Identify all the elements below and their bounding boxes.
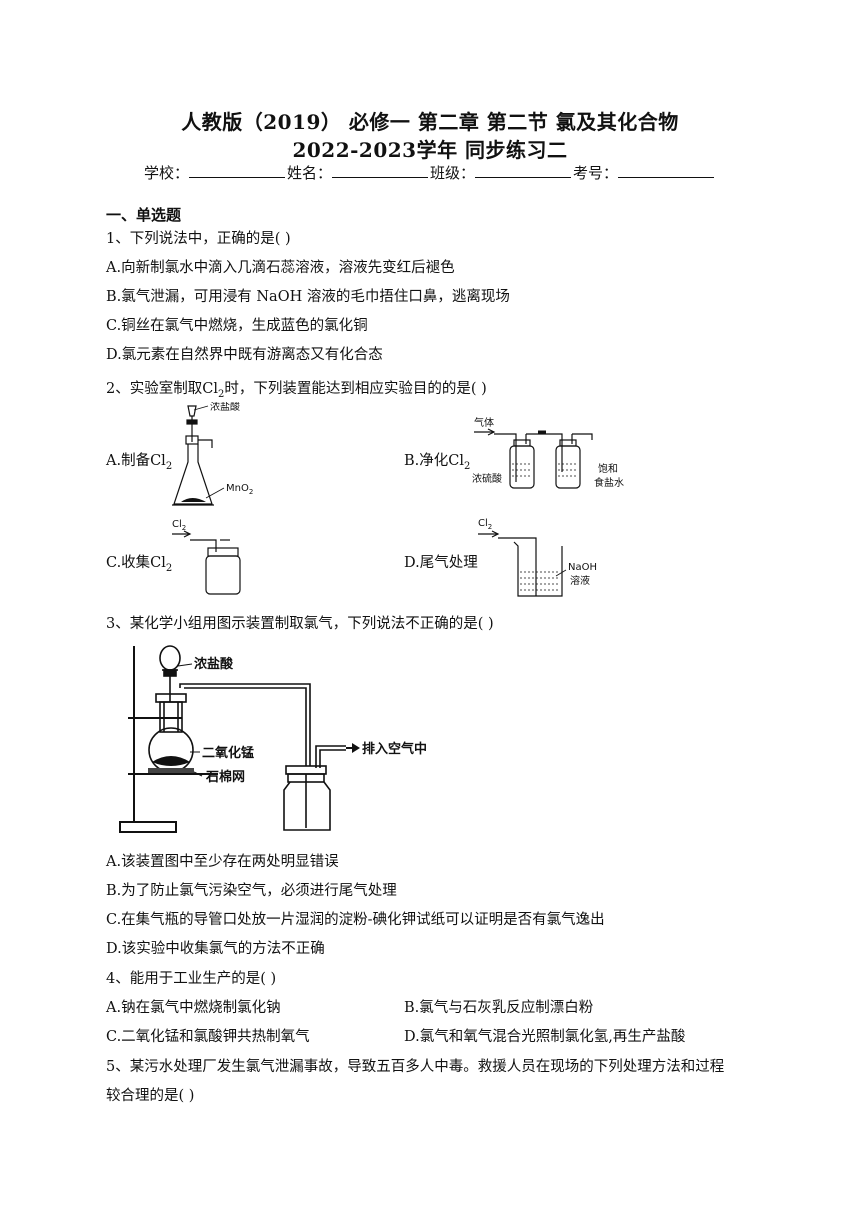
- name-blank[interactable]: [332, 163, 428, 178]
- q1-stem: 1、下列说法中，正确的是( ): [106, 231, 291, 247]
- document-title: 人教版（2019） 必修一 第二章 第二节 氯及其化合物: [181, 110, 679, 134]
- q1-option-c: C.铜丝在氯气中燃烧，生成蓝色的氯化铜: [106, 318, 368, 334]
- q2-option-c: C.收集Cl2: [106, 551, 172, 574]
- document-subtitle: 2022-2023学年 同步练习二: [292, 138, 568, 162]
- fig-b-gas-label: 气体: [474, 416, 494, 429]
- q5-stem-line1: 5、某污水处理厂发生氯气泄漏事故，导致五百多人中毒。救援人员在现场的下列处理方法…: [106, 1059, 725, 1075]
- q2-option-d: D.尾气处理: [404, 555, 478, 571]
- name-label: 姓名：: [286, 164, 332, 182]
- q3-fig-gauze-label: 石棉网: [205, 769, 245, 785]
- fig-c-cl2-label: Cl2: [172, 519, 186, 532]
- q3-option-a: A.该装置图中至少存在两处明显错误: [106, 854, 339, 870]
- q4-option-a: A.钠在氯气中燃烧制氯化钠: [106, 1000, 281, 1016]
- fig-b-brine-label-1: 饱和: [598, 463, 618, 475]
- q2-stem-pre: 2、实验室制取Cl: [106, 381, 218, 397]
- fig-b-wash-bottles: 气体 浓硫酸 饱和 食盐水: [472, 416, 624, 489]
- q2-option-b: B.净化Cl2: [404, 449, 470, 472]
- exam-no-label: 考号：: [573, 164, 619, 182]
- q3-stem: 3、某化学小组用图示装置制取氯气，下列说法不正确的是( ): [106, 616, 494, 632]
- fig-c-collecting-bottle: Cl2: [172, 519, 241, 595]
- q2-a-text: A.制备Cl: [106, 453, 166, 469]
- class-blank[interactable]: [475, 163, 572, 178]
- q3-fig-vent-label: 排入空气中: [362, 741, 427, 757]
- q2-option-a: A.制备Cl2: [106, 449, 172, 472]
- class-label: 班级：: [430, 164, 476, 182]
- q4-option-d: D.氯气和氧气混合光照制氯化氢,再生产盐酸: [404, 1029, 686, 1045]
- school-label: 学校：: [143, 164, 189, 182]
- q4-option-c: C.二氧化锰和氯酸钾共热制氧气: [106, 1029, 310, 1045]
- q3-apparatus-figure: 浓盐酸 二氧化锰 石棉网 排入空气中: [119, 645, 427, 833]
- q2-b-text: B.净化Cl: [404, 453, 464, 469]
- q5-stem-line2: 较合理的是( ): [106, 1088, 195, 1104]
- q2-c-sub: 2: [165, 562, 173, 574]
- q3-option-c: C.在集气瓶的导管口处放一片湿润的淀粉-碘化钾试纸可以证明是否有氯气逸出: [106, 912, 605, 928]
- q2-b-sub: 2: [464, 460, 471, 472]
- q1-option-a: A.向新制氯水中滴入几滴石蕊溶液，溶液先变红后褪色: [106, 260, 455, 276]
- q4-stem: 4、能用于工业生产的是( ): [106, 971, 277, 987]
- fig-a-mno2-label: MnO2: [226, 483, 253, 496]
- fig-d-beaker-naoh: Cl2 NaOH 溶液: [478, 518, 597, 597]
- q2-stem-post: 时，下列装置能达到相应实验目的的是( ): [224, 381, 487, 397]
- q3-fig-acid-label: 浓盐酸: [194, 656, 234, 672]
- fig-d-naoh-label-1: NaOH: [568, 562, 597, 573]
- fig-d-naoh-label-2: 溶液: [570, 574, 590, 587]
- q3-fig-mno2-label: 二氧化锰: [202, 745, 254, 761]
- student-info-row: 学校： 姓名： 班级： 考号：: [0, 162, 860, 183]
- q2-stem: 2、实验室制取Cl2时，下列装置能达到相应实验目的的是( ): [106, 377, 487, 400]
- exam-no-blank[interactable]: [618, 163, 715, 178]
- q1-option-d: D.氯元素在自然界中既有游离态又有化合态: [106, 347, 383, 363]
- q4-option-b: B.氯气与石灰乳反应制漂白粉: [404, 1000, 594, 1016]
- section-title: 一、单选题: [106, 206, 182, 224]
- fig-d-cl2-label: Cl2: [478, 518, 492, 531]
- q3-option-b: B.为了防止氯气污染空气，必须进行尾气处理: [106, 883, 397, 899]
- fig-a-acid-label: 浓盐酸: [210, 402, 240, 413]
- q2-stem-sub: 2: [217, 388, 225, 400]
- fig-b-h2so4-label: 浓硫酸: [472, 472, 502, 485]
- q2-c-text: C.收集Cl: [106, 555, 166, 571]
- school-blank[interactable]: [188, 163, 285, 178]
- q3-option-d: D.该实验中收集氯气的方法不正确: [106, 941, 325, 957]
- q2-a-sub: 2: [165, 460, 173, 472]
- q1-option-b: B.氯气泄漏，可用浸有 NaOH 溶液的毛巾捂住口鼻，逃离现场: [106, 289, 510, 305]
- fig-a-generator-flask: 浓盐酸 MnO2: [172, 402, 253, 506]
- fig-b-brine-label-2: 食盐水: [594, 476, 624, 489]
